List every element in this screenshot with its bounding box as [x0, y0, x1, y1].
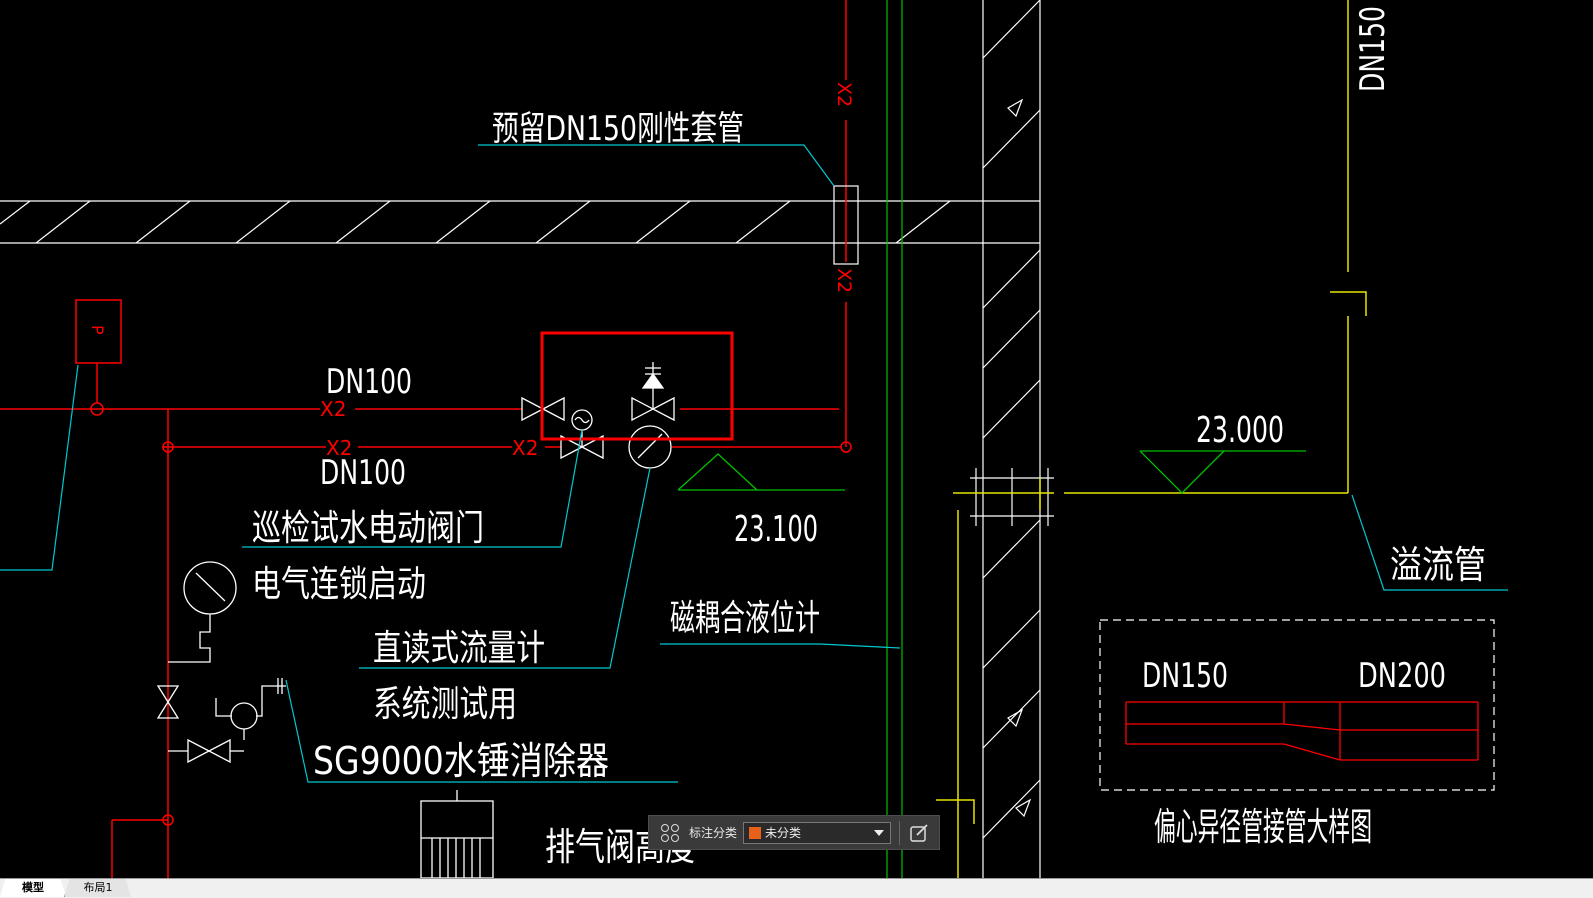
- flowmeter-leader: [359, 467, 651, 669]
- flowmeter-label: 直读式流量计: [373, 628, 545, 669]
- overflow-label: 溢流管: [1390, 543, 1486, 587]
- detail-title-label: 偏心异径管接管大样图: [1154, 805, 1372, 849]
- elevation-23100-label: 23.100: [734, 509, 818, 550]
- system-test-label: 系统测试用: [373, 684, 517, 725]
- chevron-down-icon: [874, 829, 885, 836]
- vertical-wall: [982, 0, 1041, 878]
- interlock-label: 电气连锁启动: [252, 564, 426, 605]
- category-label: 标注分类: [689, 826, 738, 840]
- air-valve-symbol: [420, 790, 494, 878]
- pressure-symbol-label: P: [88, 325, 107, 335]
- water-hammer-leader: [285, 679, 678, 783]
- layout-tab-bar: 模型 布局1: [0, 878, 1593, 898]
- x2-label-h1: X2: [320, 397, 346, 421]
- x2-label-h3: X2: [512, 436, 538, 460]
- x2-label-vertical-bottom: X2: [833, 268, 855, 293]
- sleeve-box: [833, 185, 859, 265]
- level-gauge-label: 磁耦合液位计: [670, 598, 820, 639]
- electric-valve-leader: [242, 429, 583, 548]
- gate-valve-top: [521, 396, 565, 422]
- category-selected-value: 未分类: [765, 826, 802, 840]
- category-dropdown[interactable]: 未分类: [743, 821, 892, 844]
- detail-frame: [1099, 619, 1495, 791]
- tab-layout1[interactable]: 布局1: [64, 879, 131, 897]
- sleeve-leader: [478, 144, 835, 187]
- electric-valve-label: 巡检试水电动阀门: [252, 508, 484, 549]
- overflow-pipe: [936, 0, 1367, 878]
- level-gauge-leader: [660, 643, 901, 649]
- x2-label-vertical-top: X2: [833, 82, 855, 107]
- edit-icon[interactable]: [908, 822, 930, 844]
- toolbar-divider: [899, 820, 901, 845]
- elevation-marker-23100: [677, 453, 845, 491]
- reducer-detail-drawing: [1125, 701, 1479, 761]
- pressure-leader: [0, 364, 79, 571]
- dn100-bottom-label: DN100: [320, 453, 406, 493]
- dn100-top-label: DN100: [326, 362, 412, 402]
- vertical-pipe-x2: [840, 0, 852, 453]
- detail-dn150-label: DN150: [1142, 656, 1228, 696]
- elevation-23000-label: 23.000: [1196, 410, 1284, 451]
- horizontal-pipes: [0, 299, 841, 878]
- relief-valve-symbol: [631, 362, 675, 422]
- overflow-leader: [1351, 494, 1508, 591]
- x2-label-h2: X2: [326, 436, 352, 460]
- sleeve-label: 预留DN150刚性套管: [492, 109, 744, 149]
- green-guides: [886, 0, 903, 878]
- tab-model[interactable]: 模型: [0, 879, 66, 897]
- water-hammer-label: SG9000水锤消除器: [313, 739, 609, 783]
- category-color-swatch: [749, 826, 762, 839]
- annotation-category-toolbar: 标注分类 未分类: [648, 815, 940, 850]
- pressure-gauge-symbol: [156, 561, 286, 764]
- floor-slab: [0, 200, 1040, 244]
- highlight-selection-box[interactable]: [540, 331, 734, 441]
- detail-dn200-label: DN200: [1358, 656, 1446, 696]
- grid-icon[interactable]: [659, 822, 681, 844]
- dn150-vertical-label: DN150: [1353, 6, 1393, 92]
- cad-drawing-canvas[interactable]: X2 X2 预留DN150刚性套管 P X2 X2 X2 DN100 DN100: [0, 0, 1593, 878]
- elevation-marker-23000: [1139, 450, 1306, 494]
